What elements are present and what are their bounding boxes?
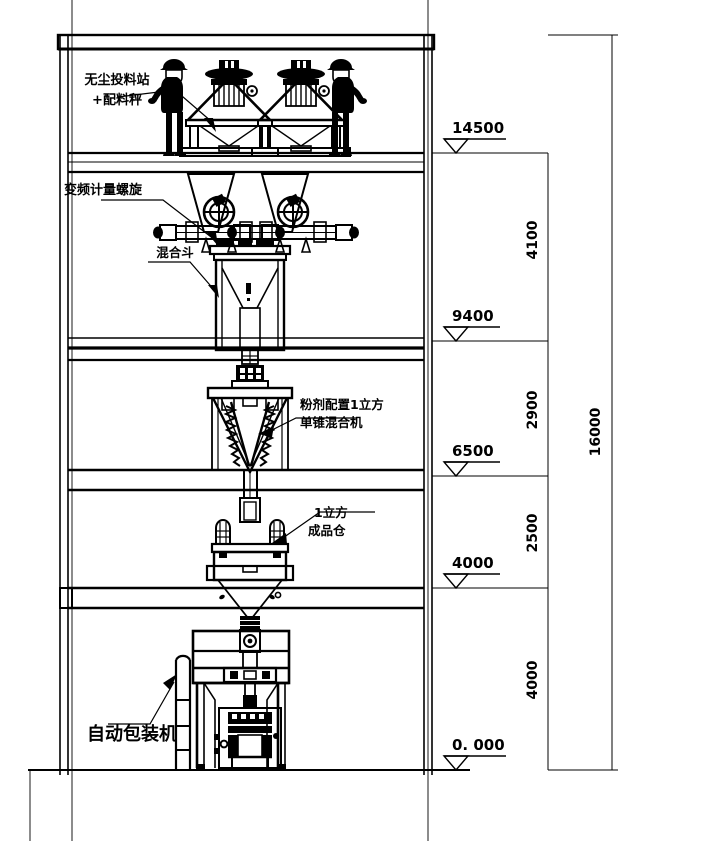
floor-slab-6500 <box>68 468 424 492</box>
elevation-value-9400: 9400 <box>452 307 494 325</box>
dust-free-feeding-station-left <box>147 58 280 158</box>
equipment-label-product-silo: 1立方 成品仓 <box>308 505 348 538</box>
silo-dust-filter-right <box>269 519 285 545</box>
leader-lines <box>101 89 375 725</box>
equipment-label-metering-screw: 变频计量螺旋 <box>64 182 143 198</box>
dimension-2900: 2900 <box>525 390 541 429</box>
elevation-marker-6500: 6500 <box>432 442 548 478</box>
silo-dust-filter-left <box>215 519 231 545</box>
dimension-4100: 4100 <box>525 220 541 259</box>
mixer-screw-left <box>223 401 251 467</box>
elevation-marker-14500: 14500 <box>432 119 548 155</box>
dimension-4000: 4000 <box>525 660 541 699</box>
floor-slab-9400 <box>68 337 424 362</box>
dimension-2500: 2500 <box>525 513 541 552</box>
label-single-cone-mixer-line1: 粉剂配置1立方 <box>300 397 384 412</box>
access-ladder <box>174 654 192 770</box>
product-silo <box>205 497 295 619</box>
label-mixing-hopper: 混合斗 <box>156 245 194 260</box>
equipment-label-mixing-hopper: 混合斗 <box>156 245 194 260</box>
label-metering-screw: 变频计量螺旋 <box>64 182 143 198</box>
building-structure <box>28 0 470 841</box>
dust-free-feeding-station-right <box>250 58 368 158</box>
floor-slab-4000 <box>59 586 424 610</box>
label-product-silo-line1: 1立方 <box>314 505 348 520</box>
elevation-marker-4000: 4000 <box>432 554 548 590</box>
dimension-16000: 16000 <box>588 407 604 456</box>
dimension-chain: 4100 2900 2500 4000 <box>525 153 549 770</box>
roof-beam <box>56 33 436 51</box>
flexible-connector <box>240 616 260 630</box>
equipment-label-dust-free-feeding-station: 无尘投料站 +配料秤 <box>83 72 149 108</box>
elevation-marker-9400: 9400 <box>432 307 548 343</box>
label-packaging-machine: 自动包装机 <box>87 723 177 745</box>
mixing-hopper <box>208 240 292 365</box>
elevation-marker-0000: 0. 000 <box>442 736 506 772</box>
floor-slab-14500 <box>68 151 424 174</box>
worker-right <box>326 58 368 157</box>
equipment-label-packaging-machine: 自动包装机 <box>87 723 177 745</box>
elevation-value-4000: 4000 <box>452 554 494 572</box>
overall-height-dimension: 16000 <box>548 34 618 771</box>
equipment-label-single-cone-mixer: 粉剂配置1立方 单锥混合机 <box>300 397 384 430</box>
single-cone-mixer <box>206 365 294 499</box>
label-product-silo-line2: 成品仓 <box>308 523 346 538</box>
label-dust-free-feeding-station-line2: +配料秤 <box>92 92 142 108</box>
elevation-value-14500: 14500 <box>452 119 504 137</box>
label-dust-free-feeding-station-line1: 无尘投料站 <box>83 72 149 88</box>
automatic-packaging-machine <box>174 616 291 770</box>
label-single-cone-mixer-line2: 单锥混合机 <box>300 415 363 430</box>
elevation-value-0000: 0. 000 <box>452 736 505 754</box>
elevation-value-6500: 6500 <box>452 442 494 460</box>
worker-left <box>147 58 189 157</box>
